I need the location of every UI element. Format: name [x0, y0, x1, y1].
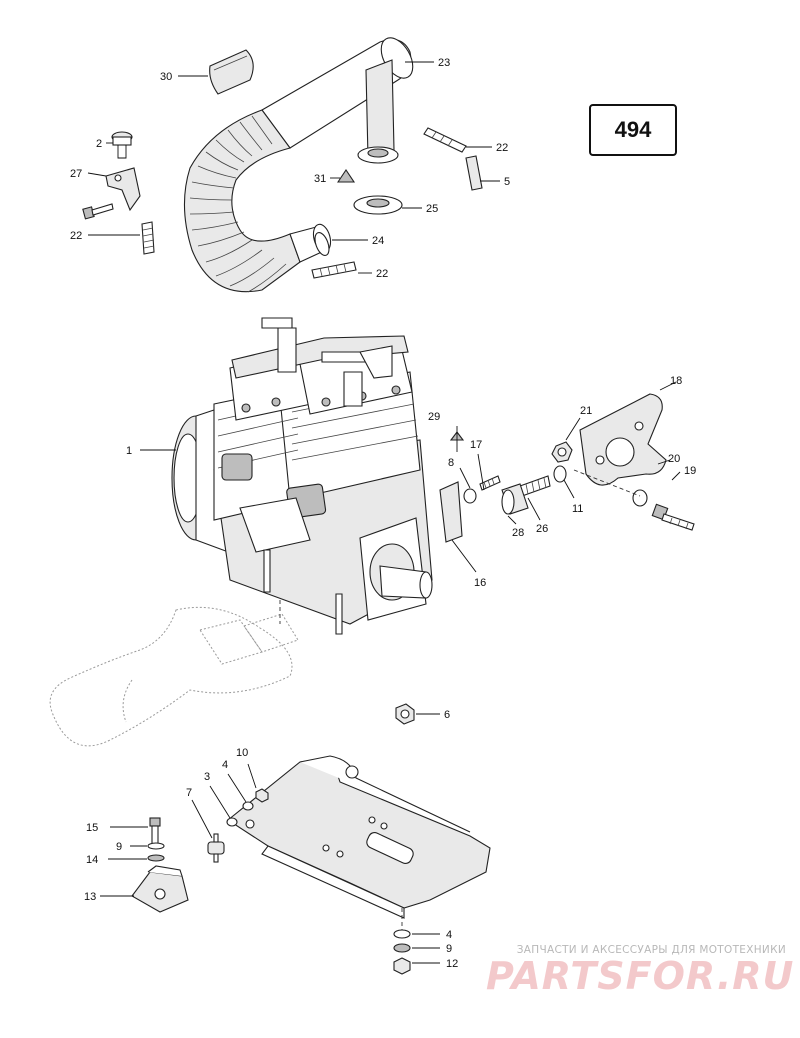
- callout-23: 23: [438, 57, 450, 69]
- clip-5: [465, 155, 483, 191]
- callout-19: 19: [684, 465, 696, 477]
- assembly-line-right: [573, 469, 641, 497]
- page-number-box: 494: [589, 104, 677, 156]
- nut-10: [255, 788, 269, 803]
- spring-22b: [311, 261, 357, 279]
- callout-9-bottom: 9: [446, 943, 452, 955]
- nut-6: [395, 703, 415, 725]
- washer-8: [463, 488, 477, 504]
- watermark-tagline: ЗАПЧАСТИ И АКСЕССУАРЫ ДЛЯ МОТОТЕХНИКИ: [516, 944, 786, 956]
- callout-8: 8: [448, 457, 454, 469]
- spring-22a: [141, 221, 155, 255]
- callout-28: 28: [512, 527, 524, 539]
- callout-21: 21: [580, 405, 592, 417]
- callout-22-bottom: 22: [376, 268, 388, 280]
- callout-15: 15: [86, 822, 98, 834]
- callout-4-top: 4: [222, 759, 228, 771]
- washer-3: [226, 817, 238, 827]
- callout-11: 11: [572, 503, 583, 515]
- watermark-logo: PARTSFOR.RU: [486, 954, 795, 998]
- nut-31: [336, 169, 356, 183]
- bolt-27: [82, 203, 114, 220]
- callout-12: 12: [446, 958, 458, 970]
- nut-21: [551, 441, 573, 463]
- bolt-19: [651, 503, 695, 531]
- washer-9-bottom: [393, 943, 411, 953]
- exhaust-manifold-phantom: [49, 600, 299, 747]
- gasket-24: [314, 231, 330, 257]
- callout-22-right: 22: [496, 142, 508, 154]
- washer-9-left: [147, 842, 165, 850]
- callout-16: 16: [474, 577, 486, 589]
- callout-26: 26: [536, 523, 548, 535]
- washer-4-top: [242, 801, 254, 811]
- callout-5: 5: [504, 176, 510, 188]
- nut-12: [393, 957, 411, 975]
- spacer-28: [501, 483, 529, 515]
- callout-24: 24: [372, 235, 384, 247]
- callout-1: 1: [126, 445, 132, 457]
- spring-22c: [423, 127, 467, 153]
- callout-6: 6: [444, 709, 450, 721]
- engine-support-plate: [227, 755, 491, 919]
- support-plate-18: [579, 393, 667, 486]
- callout-9-left: 9: [116, 841, 122, 853]
- leader-lines: [87, 61, 681, 964]
- callout-29: 29: [428, 411, 440, 423]
- bolt-15: [149, 817, 161, 847]
- washer-20: [632, 489, 648, 507]
- engine-1: [171, 317, 433, 635]
- callout-20: 20: [668, 453, 680, 465]
- callout-13: 13: [84, 891, 96, 903]
- callout-14: 14: [86, 854, 98, 866]
- bushing-26: [519, 475, 551, 497]
- callout-labels: 30 23 2 27 22 22 5 31 25 24 22 1 18 21 2…: [70, 57, 696, 970]
- screw-17: [479, 475, 501, 491]
- callout-7: 7: [186, 787, 192, 799]
- callout-22-left: 22: [70, 230, 82, 242]
- callout-4-bottom: 4: [446, 929, 452, 941]
- washer-4-bottom: [393, 929, 411, 939]
- page-number: 494: [614, 117, 652, 142]
- mount-bracket-13: [131, 865, 189, 913]
- callout-30: 30: [160, 71, 172, 83]
- callout-17: 17: [470, 439, 482, 451]
- exhaust-heat-shield-30: [209, 49, 254, 95]
- callout-25: 25: [426, 203, 438, 215]
- callout-18: 18: [670, 375, 682, 387]
- callout-3: 3: [204, 771, 210, 783]
- muffler-outlet-tube-25: [353, 59, 403, 215]
- bracket-27: [105, 167, 141, 212]
- callout-31: 31: [314, 173, 326, 185]
- callout-10: 10: [236, 747, 248, 759]
- bracket-16: [439, 481, 463, 543]
- washer-14: [147, 854, 165, 862]
- callout-2: 2: [96, 138, 102, 150]
- rubber-mount-7: [207, 833, 225, 863]
- screw-2: [111, 131, 133, 159]
- callout-27: 27: [70, 168, 82, 180]
- washer-11: [553, 465, 567, 483]
